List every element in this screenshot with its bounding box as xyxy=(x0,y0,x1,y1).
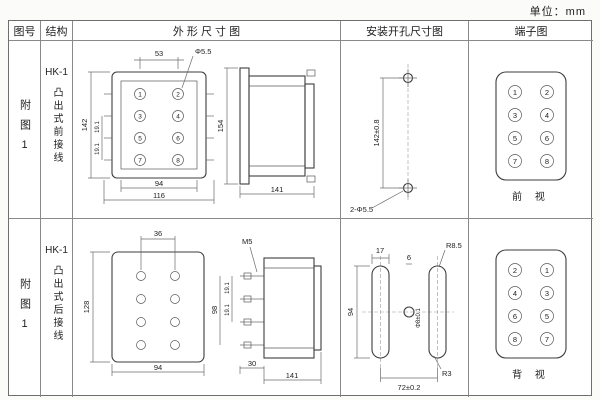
row1-structure: HK-1 凸出式前接线 xyxy=(41,41,73,219)
row2-terminal-cell: 2 1 4 3 6 5 8 7 背 视 xyxy=(469,219,593,397)
row2-mounting: 凸出式后接线 xyxy=(51,265,62,343)
dim-pitch-b2: 19.1 xyxy=(225,304,231,316)
front-view-label: 前 视 xyxy=(512,190,550,203)
dim-screw: M5 xyxy=(242,237,252,246)
rear-terminal-7: 7 xyxy=(545,335,549,344)
outline-drawing-front-wiring: 1 2 3 4 5 6 7 8 xyxy=(80,47,315,204)
rear-terminal-5: 5 xyxy=(545,312,549,321)
terminal-5: 5 xyxy=(138,135,142,142)
dim-holes: 2-Φ5.5 xyxy=(350,205,373,214)
row1-fig-no: 附图1 xyxy=(9,41,41,219)
rear-view-label: 背 视 xyxy=(512,368,550,381)
terminal-4: 4 xyxy=(176,113,180,120)
header-structure: 结构 xyxy=(41,21,73,41)
terminal-diagram-front: 1 2 3 4 5 6 7 8 前 视 xyxy=(495,70,567,203)
dim-offset: 6 xyxy=(406,253,410,262)
dim-slot-radius: R8.5 xyxy=(446,241,462,250)
row2-install-cell: 17 6 R8.5 94 Φ8±0.1 R3 72±0.2 xyxy=(341,219,469,397)
front-terminal-7: 7 xyxy=(513,157,517,166)
front-terminal-8: 8 xyxy=(545,157,549,166)
dim-side-depth: 141 xyxy=(270,185,283,194)
row1-install-cell: 142±0.8 2-Φ5.5 xyxy=(341,41,469,219)
header-fig-no: 图号 xyxy=(9,21,41,41)
dim-rear-height: 128 xyxy=(82,301,91,314)
front-terminal-6: 6 xyxy=(545,134,549,143)
row2-fig-no: 附图1 xyxy=(9,219,41,397)
terminal-3: 3 xyxy=(138,113,142,120)
rear-terminal-8: 8 xyxy=(513,335,517,344)
row1-mounting: 凸出式前接线 xyxy=(51,87,62,165)
terminal-2: 2 xyxy=(176,91,180,98)
relay-side-view-rear: M5 98 19.1 19.1 30 141 xyxy=(210,237,322,384)
header-install: 安装开孔尺寸图 xyxy=(341,21,469,41)
row1-fig-label: 附图1 xyxy=(18,99,31,160)
outline-drawing-rear-wiring: 36 128 94 xyxy=(82,229,322,384)
dim-hole-spacing: 142±0.8 xyxy=(372,119,381,146)
dim-slot-width: 17 xyxy=(375,246,383,255)
terminal-7: 7 xyxy=(138,157,142,164)
dim-inner-width: 94 xyxy=(154,179,162,188)
dim-stud-span: 36 xyxy=(153,229,161,238)
rear-terminal-3: 3 xyxy=(545,289,549,298)
rear-terminal-6: 6 xyxy=(513,312,517,321)
dim-side-depth2: 141 xyxy=(285,371,298,380)
dim-stud-len: 30 xyxy=(247,359,255,368)
terminal-1: 1 xyxy=(138,91,142,98)
row2-outline-cell: 36 128 94 xyxy=(73,219,341,397)
dim-pitch-a2: 19.1 xyxy=(225,282,231,294)
row2-structure: HK-1 凸出式后接线 xyxy=(41,219,73,397)
relay-rear-view: 36 128 94 xyxy=(82,229,205,376)
dim-slot-height: 94 xyxy=(346,308,355,316)
row2-model: HK-1 xyxy=(45,245,68,256)
terminal-screws xyxy=(133,87,184,166)
terminal-8: 8 xyxy=(176,157,180,164)
row1-terminal-cell: 1 2 3 4 5 6 7 8 前 视 xyxy=(469,41,593,219)
front-terminal-4: 4 xyxy=(545,111,549,120)
relay-front-view: 1 2 3 4 5 6 7 8 xyxy=(80,47,214,204)
rear-terminal-2: 2 xyxy=(513,266,517,275)
row2-fig-label: 附图1 xyxy=(18,277,31,339)
row1-model: HK-1 xyxy=(45,67,68,78)
terminal-diagram-rear: 2 1 4 3 6 5 8 7 背 视 xyxy=(495,249,567,381)
front-terminal-2: 2 xyxy=(545,88,549,97)
dim-pitch-b: 19.1 xyxy=(95,142,101,154)
dim-hole: Φ5.5 xyxy=(195,47,211,56)
dim-stud-height: 98 xyxy=(210,306,219,314)
dim-top-width: 53 xyxy=(154,49,162,58)
terminal-6: 6 xyxy=(176,135,180,142)
header-terminal: 端子图 xyxy=(469,21,593,41)
install-drawing-front-wiring: 142±0.8 2-Φ5.5 xyxy=(350,63,417,214)
dim-outer-width: 116 xyxy=(153,191,165,200)
front-terminal-1: 1 xyxy=(513,88,517,97)
row1-outline-cell: 1 2 3 4 5 6 7 8 xyxy=(73,41,341,219)
dim-side-height: 154 xyxy=(216,119,225,132)
dim-corner-radius: R3 xyxy=(442,369,452,378)
relay-side-view: 154 141 xyxy=(216,66,315,198)
dim-slot-spacing: 72±0.2 xyxy=(397,383,420,392)
front-terminal-3: 3 xyxy=(513,111,517,120)
header-outline: 外 形 尺 寸 图 xyxy=(73,21,341,41)
dim-pitch-a: 19.1 xyxy=(95,120,101,132)
dim-rear-width: 94 xyxy=(153,363,161,372)
spec-table: 图号 结构 外 形 尺 寸 图 安装开孔尺寸图 端子图 附图1 HK-1 凸出式… xyxy=(8,20,593,397)
rear-terminal-4: 4 xyxy=(513,289,517,298)
install-drawing-rear-wiring: 17 6 R8.5 94 Φ8±0.1 R3 72±0.2 xyxy=(346,241,462,392)
dim-center-hole: Φ8±0.1 xyxy=(416,307,422,327)
front-terminal-5: 5 xyxy=(513,134,517,143)
unit-label: 单位：mm xyxy=(529,6,586,18)
dim-height: 142 xyxy=(80,118,89,131)
rear-terminal-1: 1 xyxy=(545,266,549,275)
